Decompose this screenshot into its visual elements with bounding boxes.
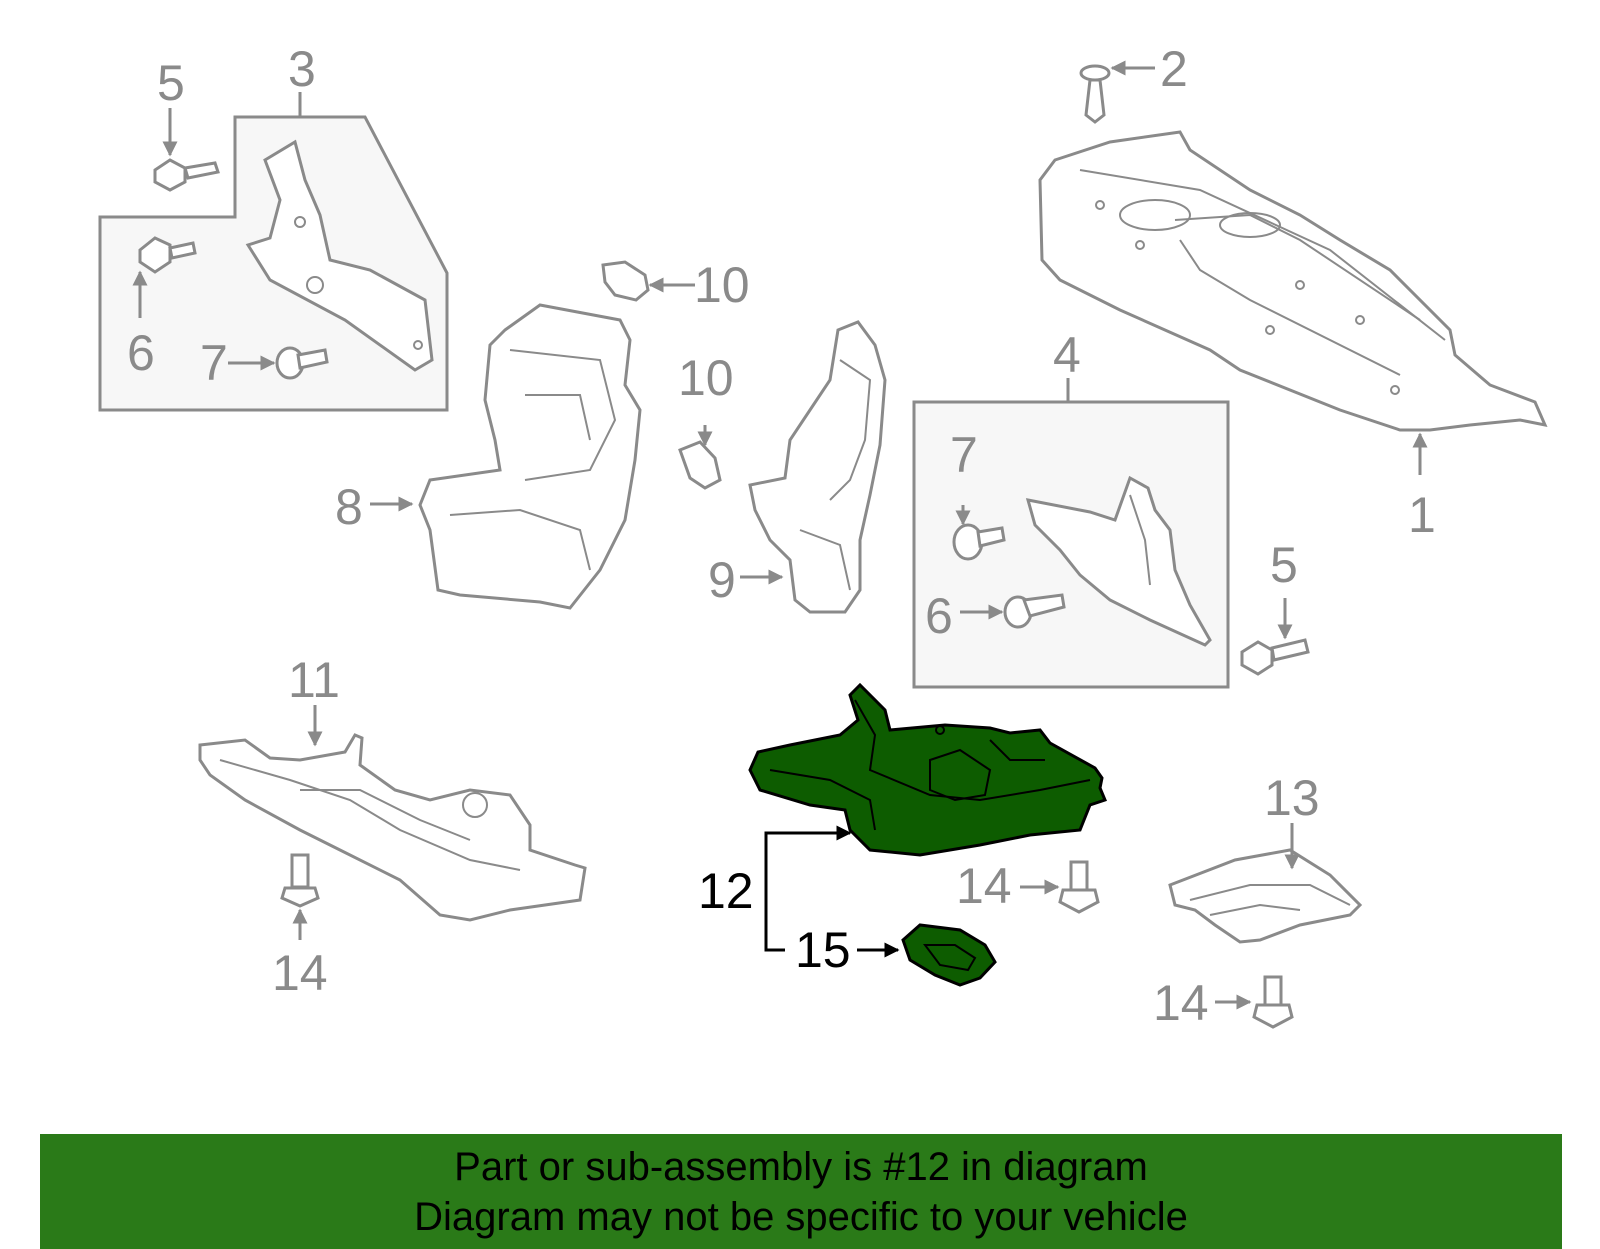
part-10-clip-upper — [601, 260, 650, 302]
info-banner: Part or sub-assembly is #12 in diagram D… — [40, 1134, 1562, 1249]
callout-3: 3 — [288, 41, 316, 97]
callout-2: 2 — [1160, 41, 1188, 97]
callout-13: 13 — [1264, 770, 1320, 826]
callout-1: 1 — [1408, 487, 1436, 543]
part-1-cover-panel — [1038, 130, 1548, 432]
callout-4: 4 — [1053, 327, 1081, 383]
callout-6-lower: 6 — [925, 588, 953, 644]
part-7-screw-lower — [952, 523, 1006, 561]
part-15-service-plate — [901, 923, 997, 987]
callout-14-right: 14 — [1153, 975, 1209, 1031]
part-5-bolt-lower — [1240, 638, 1310, 676]
part-4-bracket — [1025, 475, 1212, 647]
callout-7-lower: 7 — [950, 427, 978, 483]
part-7-screw-upper — [275, 346, 329, 380]
leader-lines — [132, 60, 1428, 1010]
part-14-bolt-left — [280, 853, 320, 908]
callout-7-upper: 7 — [200, 335, 228, 391]
callout-11: 11 — [288, 652, 340, 708]
part-11-lower-cover — [198, 733, 587, 922]
part-2-clip — [1079, 64, 1111, 124]
callout-6-upper: 6 — [127, 325, 155, 381]
banner-line-2: Diagram may not be specific to your vehi… — [414, 1195, 1188, 1239]
callout-10-lower: 10 — [678, 350, 734, 406]
part-14-bolt-right — [1252, 975, 1294, 1029]
part-9-bracket — [748, 320, 887, 614]
part-12-engine-under-cover — [748, 682, 1108, 857]
banner-line-1: Part or sub-assembly is #12 in diagram — [454, 1145, 1148, 1189]
part-5-bolt-upper — [153, 158, 220, 192]
part-8-bracket — [418, 303, 642, 610]
part-10-clip-lower — [678, 440, 722, 490]
callout-15: 15 — [795, 922, 851, 978]
part-6-clip-lower — [1003, 593, 1066, 629]
part-3-bracket — [245, 139, 434, 372]
callout-5-upper: 5 — [157, 55, 185, 111]
callout-9: 9 — [708, 552, 736, 608]
callout-14-middle: 14 — [956, 858, 1012, 914]
callout-10-upper: 10 — [694, 257, 750, 313]
part-6-clip-upper — [138, 236, 197, 274]
callout-8: 8 — [335, 479, 363, 535]
part-14-bolt-middle — [1058, 860, 1100, 914]
callout-14-left: 14 — [272, 945, 328, 1001]
callout-5-lower: 5 — [1270, 537, 1298, 593]
part-13-small-cover — [1168, 848, 1363, 944]
callout-12: 12 — [698, 863, 754, 919]
